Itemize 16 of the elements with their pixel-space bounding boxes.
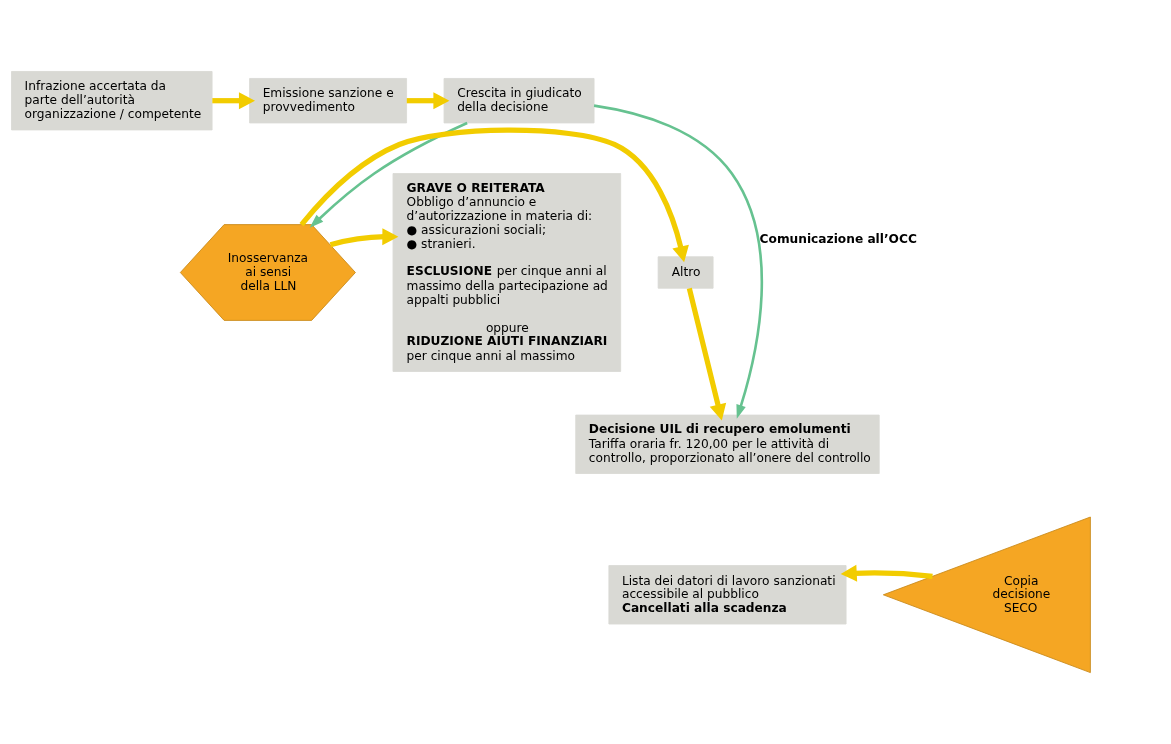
- node-box: Emissione sanzione e provvedimento: [249, 78, 407, 124]
- arrow: [840, 564, 933, 582]
- arrow: [329, 228, 399, 248]
- arrow: [309, 121, 468, 228]
- node-box: Decisione UIL di recupero emolumenti Tariffa oraria fr. 120,00 per le attività di controllo, proporzionato all’onere del controllo: [575, 414, 880, 474]
- node-box: Crescita in giudicato della decisione: [443, 78, 595, 124]
- arrow: [299, 127, 689, 263]
- edge-label: Comunicazione all’OCC: [759, 232, 917, 247]
- node-box: Infrazione accertata da parte dell’autorità organizzazione / competente: [11, 71, 213, 131]
- arrow: [686, 287, 727, 421]
- node-box: Lista dei datori di lavoro sanzionati accessibile al pubblico Cancellati alla scadenza: [608, 565, 847, 625]
- arrow: [593, 104, 763, 419]
- node-box: Altro: [657, 256, 714, 289]
- arrow: [212, 92, 256, 110]
- node-box: GRAVE O REITERATA Obbligo d’annuncio e d’autorizzazione in materia di: ● assicurazioni sociali; ● stranieri. ESCLUSIONE per cinque anni al massimo della partecipazione ad appalti pubblici oppure RIDUZIONE AIUTI FINANZIARI per cinque anni al massimo: [392, 173, 622, 372]
- arrow: [406, 92, 450, 110]
